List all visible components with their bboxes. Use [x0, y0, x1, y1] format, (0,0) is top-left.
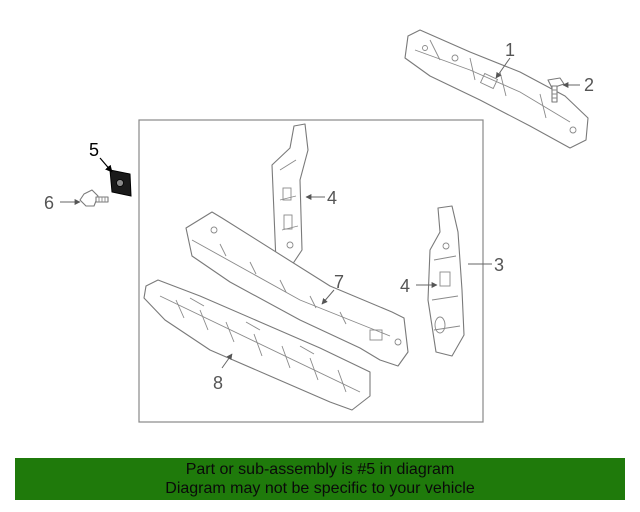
callout-4a: 4: [327, 188, 337, 208]
callout-4b: 4: [400, 276, 410, 296]
assembly-frame: [138, 119, 484, 423]
callout-6: 6: [44, 193, 54, 213]
part-1-upper-support: [404, 29, 589, 149]
leader-7: [321, 289, 335, 305]
banner-line-1: Part or sub-assembly is #5 in diagram: [185, 461, 455, 478]
part-7-lower-member: [185, 211, 409, 367]
callout-1: 1: [505, 40, 515, 60]
part-8-under-cover: [143, 279, 371, 411]
leader-8: [221, 353, 233, 369]
leader-5: [99, 157, 113, 173]
part-6-bolt: [79, 189, 109, 207]
callout-5: 5: [89, 140, 99, 160]
banner-line-2: Diagram may not be specific to your vehi…: [165, 480, 475, 497]
info-banner: Part or sub-assembly is #5 in diagram Di…: [15, 458, 625, 500]
parts-diagram: 1 2 3 4 4 5 6 7 8: [44, 29, 594, 423]
callout-8: 8: [213, 373, 223, 393]
callout-7: 7: [334, 272, 344, 292]
part-4-bracket-upper: [271, 123, 309, 269]
part-5-highlighted-bracket: [109, 169, 132, 197]
callout-2: 2: [584, 75, 594, 95]
callout-3: 3: [494, 255, 504, 275]
leader-1: [495, 57, 511, 79]
part-4-bracket-right: [427, 205, 465, 357]
